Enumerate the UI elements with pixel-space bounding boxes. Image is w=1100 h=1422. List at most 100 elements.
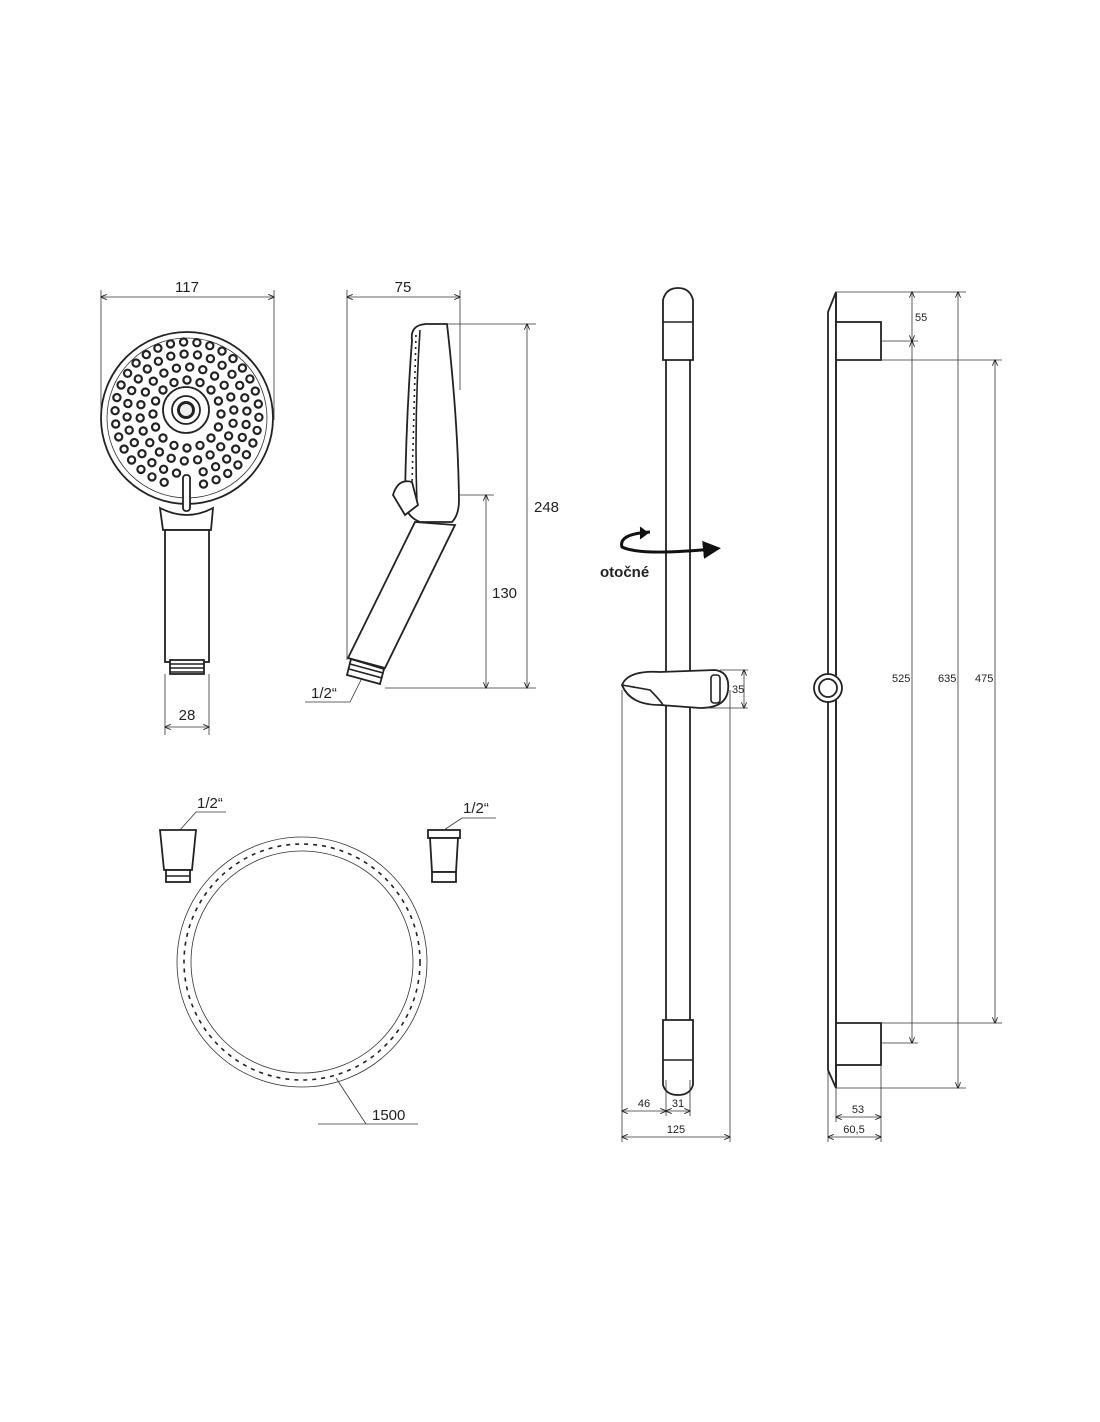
spray-nozzle (158, 464, 169, 474)
spray-nozzle (206, 433, 216, 443)
spray-nozzle (228, 418, 238, 428)
side-thread-label: 1/2“ (311, 685, 337, 702)
spray-nozzle (153, 343, 163, 353)
spray-nozzle (179, 456, 189, 466)
spray-nozzle (148, 409, 158, 419)
spray-nozzle (148, 376, 158, 386)
spray-nozzle (198, 365, 208, 375)
spray-nozzle (119, 444, 129, 454)
front-width-dimension: 117 (175, 279, 199, 296)
spray-nozzle (159, 368, 169, 378)
spray-nozzle (237, 432, 247, 443)
shower-hose: 1/2“ 1/2“ 1500 (159, 795, 496, 1125)
spray-nozzle (213, 422, 224, 432)
spray-nozzle (150, 396, 161, 406)
spray-nozzle (137, 449, 147, 459)
left-hose-connector (159, 829, 197, 883)
spray-nozzle (209, 371, 220, 381)
spray-nozzles (110, 337, 264, 489)
spray-nozzle (129, 437, 139, 448)
spray-nozzle (126, 385, 137, 396)
spray-nozzle (211, 475, 221, 485)
spray-nozzle (226, 392, 236, 402)
spray-nozzle (110, 419, 121, 429)
spray-nozzle (112, 392, 122, 403)
hose-length-label: 1500 (372, 1107, 405, 1124)
side-height-dimension: 248 (534, 499, 559, 516)
spray-nozzle (169, 377, 179, 388)
spray-nozzle (217, 346, 227, 356)
spray-nozzle (131, 358, 141, 368)
side-thread-connector (345, 657, 386, 686)
spray-nozzle (219, 380, 229, 390)
spray-nozzle (205, 450, 215, 460)
total-depth-dimension: 60,5 (843, 1124, 864, 1136)
rotation-label: otočné (600, 564, 649, 581)
spray-nozzle (141, 349, 151, 360)
holder-slider (621, 669, 730, 709)
spray-nozzle (254, 412, 264, 422)
spray-nozzle (245, 374, 255, 384)
handle-length-dimension: 130 (492, 585, 517, 602)
spray-nozzle (205, 354, 216, 364)
spray-nozzle (169, 440, 179, 451)
spray-nozzle (240, 393, 250, 403)
spray-nozzle (206, 385, 216, 395)
spray-nozzle (192, 455, 203, 465)
spray-nozzle (215, 442, 226, 452)
spray-nozzle (135, 413, 145, 423)
spray-nozzle (252, 425, 262, 436)
spray-nozzle (210, 462, 221, 472)
total-length-dimension: 635 (938, 673, 956, 685)
spray-nozzle (142, 364, 152, 374)
side-depth-dimension: 75 (395, 279, 412, 296)
spray-nozzle (216, 409, 226, 419)
spray-nozzle (221, 454, 232, 464)
spray-nozzle (182, 375, 192, 385)
spray-nozzle (126, 455, 137, 465)
spray-nozzle (250, 386, 260, 396)
spray-nozzle (242, 406, 252, 416)
spray-nozzle (222, 468, 233, 479)
rotation-arrow-icon (620, 526, 721, 559)
spray-nozzle (227, 369, 237, 379)
spray-nozzle (229, 405, 239, 415)
spray-nozzle (205, 341, 215, 351)
spray-nozzle (110, 406, 120, 416)
spray-nozzle (233, 460, 243, 470)
spray-nozzle (217, 360, 227, 370)
spray-nozzle (147, 472, 157, 482)
slide-bar-front-view: otočné 35 46 31 125 (600, 287, 748, 1142)
spray-nozzle (195, 377, 205, 388)
spray-nozzle (116, 380, 126, 390)
spray-nozzle (179, 349, 189, 359)
spray-nozzle (248, 438, 258, 448)
spray-nozzle (158, 385, 168, 395)
spray-nozzle (237, 363, 248, 373)
bar-depth-dimension: 53 (852, 1104, 864, 1116)
spray-nozzle (234, 380, 245, 391)
top-offset-dimension: 55 (915, 312, 927, 324)
spray-nozzle (198, 479, 209, 489)
spray-nozzle (140, 387, 151, 397)
spray-nozzle (182, 443, 192, 453)
total-width-dimension: 125 (667, 1124, 685, 1136)
spray-nozzle (171, 363, 182, 373)
spray-nozzle (241, 419, 251, 430)
spray-nozzle (184, 362, 195, 372)
spray-nozzle (192, 350, 203, 360)
slide-bar-side-view: 55 525 635 475 53 60,5 (813, 292, 1002, 1142)
spray-nozzle (159, 477, 169, 487)
spray-nozzle (123, 398, 133, 409)
spray-nozzle (253, 399, 263, 409)
axis-distance-dimension: 525 (892, 673, 910, 685)
thread-connector (169, 659, 205, 675)
right-hose-connector (427, 829, 461, 883)
spray-nozzle (113, 432, 124, 442)
spray-nozzle (178, 337, 189, 347)
spray-nozzle (150, 422, 161, 432)
spray-nozzle (158, 433, 168, 443)
spray-nozzle (138, 426, 148, 436)
spray-nozzle (122, 368, 133, 378)
